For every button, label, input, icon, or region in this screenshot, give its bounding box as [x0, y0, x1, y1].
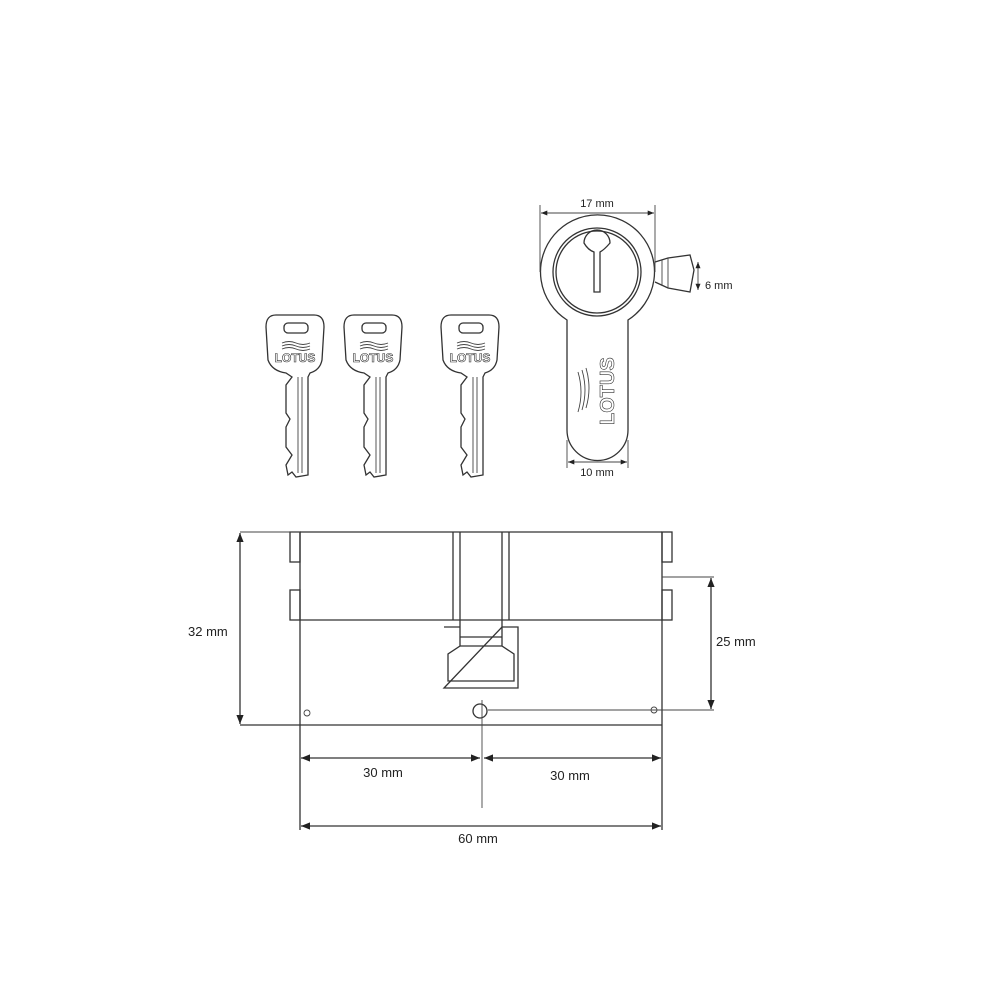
key: LOTUS [440, 314, 500, 478]
dim-32mm: 32 mm [188, 624, 228, 639]
key-logo: LOTUS [450, 351, 491, 365]
svg-text:LOTUS: LOTUS [597, 357, 619, 425]
dim-6mm: 6 mm [705, 280, 733, 292]
dim-30mm-right: 30 mm [550, 768, 590, 783]
dim-17mm: 17 mm [580, 198, 614, 210]
key: LOTUS [343, 314, 403, 478]
cylinder-profile-view: LOTUS 17 mm 6 mm 10 mm [539, 198, 733, 479]
key-logo: LOTUS [275, 351, 316, 365]
profile-logo: LOTUS [597, 357, 620, 425]
dim-30mm-left: 30 mm [363, 765, 403, 780]
keys-group: LOTUS LOTUS LOTUS [265, 314, 500, 478]
cylinder-side-view: 32 mm 25 mm 30 mm 30 mm 60 mm [188, 531, 756, 846]
dim-10mm: 10 mm [580, 467, 614, 479]
key: LOTUS [265, 314, 325, 478]
dim-25mm: 25 mm [716, 634, 756, 649]
dim-60mm: 60 mm [458, 831, 498, 846]
key-logo: LOTUS [353, 351, 394, 365]
